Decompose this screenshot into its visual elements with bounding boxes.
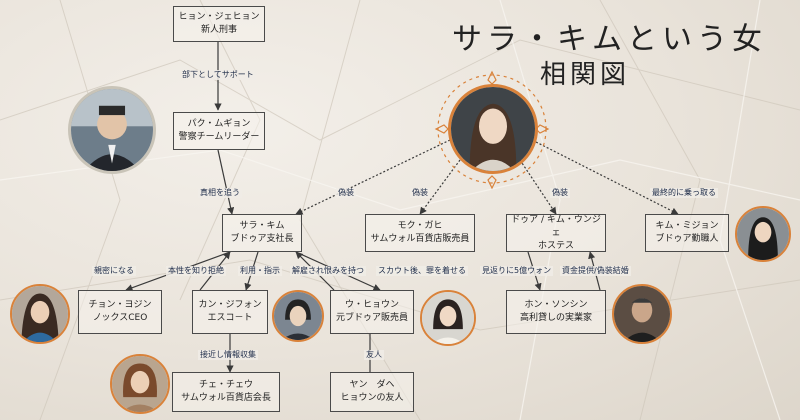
node-role: ブドゥア支社長 (230, 234, 294, 244)
portrait-hon (612, 284, 672, 344)
node-name: ホン・ソンシン (524, 300, 588, 310)
node-name: キム・ミジョン (655, 221, 719, 231)
node-hon: ホン・ソンシン 高利貸しの実業家 (506, 290, 606, 334)
node-role: 警察チームリーダー (178, 132, 260, 142)
portrait-park (68, 86, 156, 174)
label-honsho: 本性を知り拒絶 (166, 266, 226, 276)
edge-center-sara (295, 139, 451, 215)
node-name: カン・ジフォン (198, 300, 262, 310)
edge-center-moku (419, 159, 461, 215)
ornament-frame (434, 70, 550, 190)
node-yan: ヤン ダヘ ヒョウンの友人 (330, 372, 414, 412)
node-chon: チョン・ヨジン ノックスCEO (78, 290, 162, 334)
portrait-kim (735, 206, 791, 262)
node-role: 新人刑事 (200, 25, 237, 35)
portrait-sara (448, 84, 538, 174)
label-buka: 部下としてサポート (180, 70, 256, 80)
label-giso1: 偽装 (336, 188, 356, 198)
label-shinmitsu: 親密になる (92, 266, 136, 276)
node-moku: モク・ガヒ サムウォル百貨店販売員 (365, 214, 475, 252)
portrait-che (110, 354, 170, 414)
label-yujin: 友人 (364, 350, 384, 360)
node-woo: ウ・ヒョウン 元ブドゥア販売員 (330, 290, 414, 334)
label-giso3: 偽装 (550, 188, 570, 198)
node-name: ウ・ヒョウン (344, 300, 399, 310)
node-role: エスコ－ト (207, 313, 253, 323)
node-role: サムウォル百貨店販売員 (370, 234, 470, 244)
node-role: サムウォル百貨店会長 (181, 393, 271, 403)
label-riyo: 利用・指示 (238, 266, 282, 276)
node-name: パク・ムギョン (187, 119, 251, 129)
diagram-subtitle: 相関図 (540, 60, 631, 90)
node-doua: ドゥア / キム・ウンジェ ホステス (506, 214, 606, 252)
node-name: サラ・キム (239, 221, 285, 231)
label-giso2: 偽装 (410, 188, 430, 198)
node-role: ノックスCEO (92, 313, 148, 323)
edge-center-doua (519, 159, 557, 215)
node-hyun: ヒョン・ジェヒョン 新人刑事 (173, 6, 265, 42)
node-role: 元ブドゥア販売員 (335, 313, 408, 323)
portrait-woo (420, 290, 476, 346)
label-migaeri: 見返りに5億ウォン (480, 266, 554, 276)
node-name: モク・ガヒ (397, 221, 443, 231)
edge-park-sara (217, 149, 235, 215)
node-name: ドゥア / キム・ウンジェ (511, 214, 601, 238)
node-name: チェ・チェウ (198, 380, 253, 390)
label-kaiko: 解雇され恨みを持つ (290, 266, 366, 276)
label-saishu: 最終的に乗っ取る (650, 188, 718, 198)
node-role: ヒョウンの友人 (340, 393, 404, 403)
diagram-title: サラ・キムという女 (452, 22, 767, 57)
node-name: ヤン ダヘ (349, 380, 395, 390)
node-name: チョン・ヨジン (88, 300, 152, 310)
label-sekkin: 接近し情報収集 (198, 350, 258, 360)
label-shinso: 真相を追う (198, 188, 242, 198)
portrait-kang (272, 290, 324, 342)
node-sara: サラ・キム ブドゥア支社長 (222, 214, 302, 252)
node-kim: キム・ミジョン ブドゥア勤職人 (645, 214, 729, 252)
node-che: チェ・チェウ サムウォル百貨店会長 (172, 372, 280, 412)
label-shikin: 資金提供/偽装結婚 (560, 266, 631, 276)
node-role: 高利貸しの実業家 (519, 313, 592, 323)
edge-center-kim (535, 141, 679, 215)
node-park: パク・ムギョン 警察チームリーダー (173, 112, 265, 150)
node-kang: カン・ジフォン エスコ－ト (192, 290, 268, 334)
node-name: ヒョン・ジェヒョン (178, 12, 260, 22)
portrait-chon (10, 284, 70, 344)
node-role: ホステス (537, 240, 574, 251)
label-scout: スカウト後、罪を着せる (376, 266, 468, 276)
node-role: ブドゥア勤職人 (655, 234, 719, 244)
